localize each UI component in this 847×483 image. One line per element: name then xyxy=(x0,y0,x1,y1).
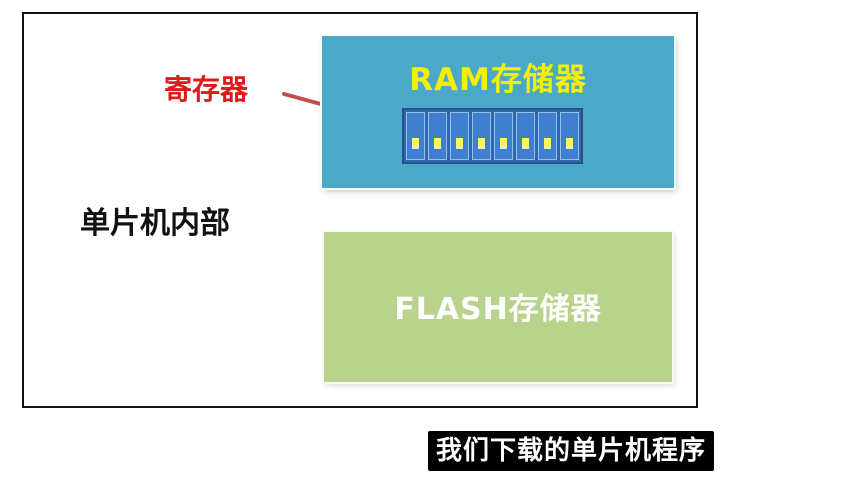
register-cell xyxy=(472,112,491,160)
register-lamp-icon xyxy=(412,138,419,149)
flash-memory-block: FLASH存储器 xyxy=(324,232,672,382)
register-cell xyxy=(560,112,579,160)
register-lamp-icon xyxy=(500,138,507,149)
flash-memory-title: FLASH存储器 xyxy=(394,292,602,327)
register-label: 寄存器 xyxy=(164,73,249,106)
register-lamp-icon xyxy=(478,138,485,149)
register-lamp-icon xyxy=(522,138,529,149)
register-lamp-icon xyxy=(456,138,463,149)
ram-memory-block: RAM存储器 xyxy=(322,36,674,188)
ram-memory-title: RAM存储器 xyxy=(409,62,587,98)
register-cell xyxy=(494,112,513,160)
register-cell xyxy=(538,112,557,160)
register-lamp-icon xyxy=(434,138,441,149)
register-lamp-icon xyxy=(544,138,551,149)
register-cell xyxy=(406,112,425,160)
register-cell xyxy=(450,112,469,160)
register-lamp-icon xyxy=(566,138,573,149)
video-subtitle: 我们下载的单片机程序 xyxy=(428,431,715,471)
register-cells xyxy=(402,108,583,164)
register-cell xyxy=(428,112,447,160)
register-cell xyxy=(516,112,535,160)
mcu-internal-label: 单片机内部 xyxy=(80,206,230,241)
